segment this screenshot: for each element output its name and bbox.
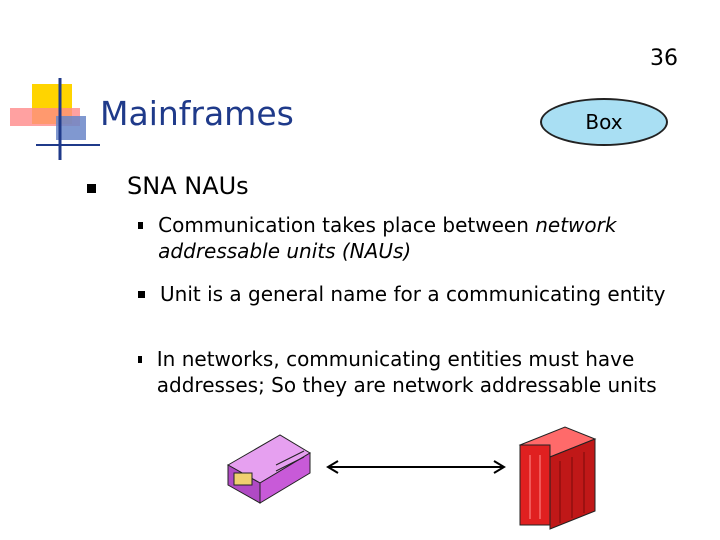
double-arrow-icon [326, 460, 506, 474]
sub-bullet-1: Communication takes place between networ… [138, 212, 688, 264]
illustration [226, 426, 597, 530]
purple-device-icon [226, 434, 311, 504]
bullet-level-1: SNA NAUs [87, 172, 249, 200]
bullet-marker [138, 291, 145, 298]
sub-bullet-1-emphasis: network addressable units (NAUs) [158, 213, 617, 263]
sub-bullet-1-text: Communication takes place between [158, 213, 536, 237]
sub-bullet-2: Unit is a general name for a communicati… [138, 281, 688, 307]
slide-title: Mainframes [100, 94, 294, 133]
page-number: 36 [650, 46, 678, 71]
bullet-marker [138, 222, 144, 229]
red-mainframe-icon [518, 426, 597, 530]
bullet-marker [87, 184, 96, 193]
decorative-corner-graphic [10, 78, 100, 160]
sub-bullet-2-text: Unit is a general name for a communicati… [160, 282, 666, 306]
box-badge-label: Box [585, 110, 623, 134]
bullet-heading: SNA NAUs [127, 172, 249, 200]
sub-bullet-3-text: In networks, communicating entities must… [156, 347, 657, 397]
sub-bullet-3: In networks, communicating entities must… [138, 346, 688, 398]
box-badge: Box [540, 98, 668, 146]
sub-bullet-text: Communication takes place between networ… [158, 212, 688, 264]
bullet-marker [138, 356, 142, 363]
